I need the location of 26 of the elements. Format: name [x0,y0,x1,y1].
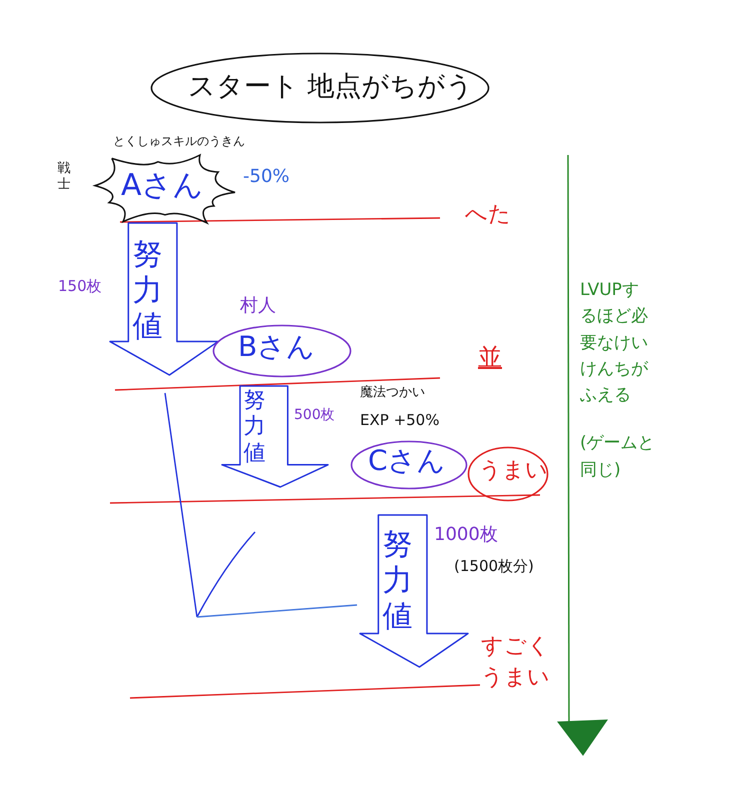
level-text: へた [465,203,511,228]
note-text: (1500枚分) [454,558,534,574]
block-arrow [221,385,329,488]
level-text: 並 [478,344,502,370]
heading-text: とくしゅスキルのうきん [113,135,245,148]
count-text: 150枚 [58,278,102,294]
level-text: すごくうまい [480,633,550,692]
heading-text: 魔法つかい [360,386,425,400]
role-text: 戦士 [57,161,71,192]
edge-label: 努力値 [382,527,414,635]
count-text: 1000枚 [434,525,498,545]
block-arrow [109,222,219,376]
heading-text: 村人 [240,296,276,316]
edge-label: 努力値 [243,388,266,468]
note-text: (ゲームと同じ) [580,432,656,482]
name-text: Bさん [238,332,316,363]
name-text: Cさん [368,446,446,477]
count-text: 500枚 [294,408,335,424]
title-text: スタート 地点がちがう [188,72,474,102]
note-text: LVUPするほど必要なけいけんちがふえる [580,279,649,408]
level-text: うまい [479,459,548,484]
block-arrow [359,514,469,668]
name-text: Aさん [121,169,204,202]
edge-label: 努力値 [132,237,164,345]
percent-text: -50% [243,167,290,187]
bonus-text: EXP +50% [360,412,440,428]
